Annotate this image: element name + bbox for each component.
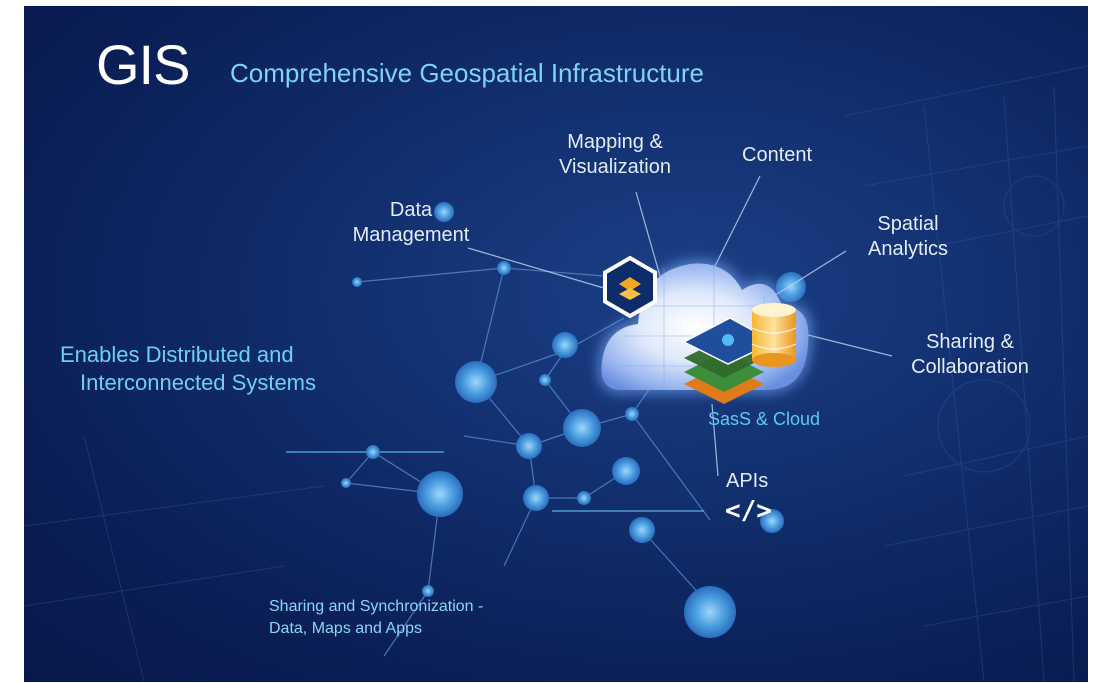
network-node — [684, 586, 736, 638]
page-title: GIS — [96, 33, 190, 96]
network-node — [455, 361, 497, 403]
map-layers-stack — [682, 317, 776, 404]
caption-line: Enables Distributed and — [60, 342, 294, 367]
network-node — [776, 272, 806, 302]
layers-icon — [603, 255, 657, 319]
label-line: Visualization — [559, 156, 671, 178]
label-line: Analytics — [867, 238, 949, 260]
label-line: Mapping & — [567, 131, 663, 153]
label-line: Data — [389, 199, 433, 221]
network-node — [434, 202, 454, 222]
network-node — [497, 261, 511, 275]
caption-line: Sharing and Synchronization - — [269, 598, 484, 615]
network-nodes — [341, 202, 806, 638]
network-caption: Enables Distributed and Interconnected S… — [60, 341, 316, 397]
label-line: Collaboration — [911, 356, 1029, 378]
label-mapping-visualization: Mapping & Visualization — [550, 130, 680, 180]
network-diagram — [24, 65, 1088, 682]
label-line: Management — [352, 224, 470, 246]
sync-caption: Sharing and Synchronization - Data, Maps… — [269, 596, 483, 640]
label-line: Spatial — [877, 213, 939, 235]
network-node — [625, 407, 639, 421]
label-apis: APIs — [726, 470, 769, 492]
network-node — [760, 509, 784, 533]
network-node — [422, 585, 434, 597]
label-sharing-collaboration: Sharing & Collaboration — [900, 330, 1040, 380]
slide-background: GIS Comprehensive Geospatial Infrastruct… — [24, 6, 1088, 682]
light-streaks — [286, 451, 704, 512]
database-icon — [751, 303, 797, 367]
map-background — [24, 65, 1088, 682]
caption-line: Interconnected Systems — [80, 370, 317, 395]
network-node — [516, 433, 542, 459]
label-data-management: Data Management — [344, 198, 478, 248]
network-node — [539, 374, 551, 386]
network-node — [612, 457, 640, 485]
network-node — [352, 277, 362, 287]
network-node — [366, 445, 380, 459]
network-node — [341, 478, 351, 488]
label-line: Sharing & — [926, 331, 1014, 353]
network-node — [523, 485, 549, 511]
code-icon: </> — [725, 496, 772, 526]
network-node — [417, 471, 463, 517]
network-node — [563, 409, 601, 447]
network-node — [629, 517, 655, 543]
network-node — [552, 332, 578, 358]
label-content: Content — [742, 144, 813, 166]
caption-line: Data, Maps and Apps — [269, 620, 422, 637]
page-subtitle: Comprehensive Geospatial Infrastructure — [230, 58, 705, 88]
label-saas-cloud: SasS & Cloud — [708, 409, 821, 429]
network-node — [577, 491, 591, 505]
label-spatial-analytics: Spatial Analytics — [860, 212, 956, 262]
